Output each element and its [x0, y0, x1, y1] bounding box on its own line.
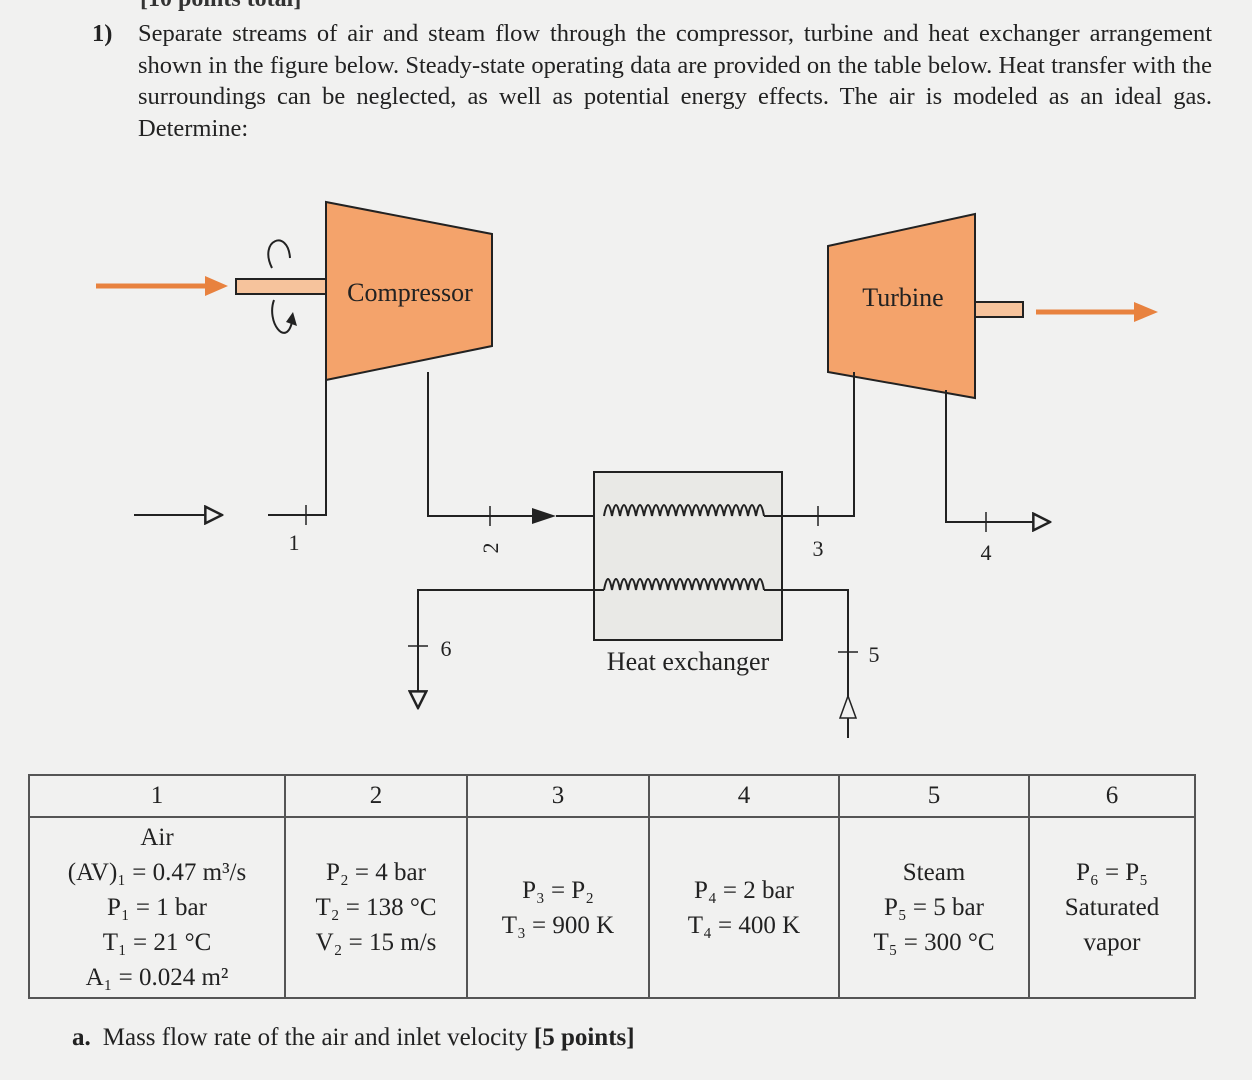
state-2-label: 2 — [478, 543, 503, 554]
turbine-label: Turbine — [862, 283, 943, 312]
rotation-icon — [267, 239, 293, 334]
power-output-arrowhead — [1134, 302, 1158, 322]
state-1-cell: Air (AV)₁ = 0.47 m³/s P₁ = 1 bar T₁ = 21… — [28, 816, 286, 999]
table-cell-line: P₅ = 5 bar — [884, 894, 984, 921]
table-header: 2 — [284, 774, 468, 818]
table-cell-line: T₄ = 400 K — [687, 911, 801, 939]
table-header: 4 — [648, 774, 840, 818]
table-cell-line: (AV)₁ = 0.47 m³/s — [67, 859, 247, 886]
steam-outlet-pipe — [417, 589, 604, 690]
flow-arrowhead-2 — [532, 508, 556, 524]
state-2-cell: P₂ = 4 bar T₂ = 138 °C V₂ = 15 m/s — [284, 816, 468, 999]
steam-inlet-pipe — [764, 589, 849, 738]
state-3-cell: P₃ = P₂ T₃ = 900 K — [466, 816, 650, 999]
state-3-label: 3 — [813, 536, 824, 561]
table-cell-line: Steam — [902, 859, 966, 886]
table-header: 6 — [1028, 774, 1196, 818]
table-cell-line: T₁ = 21 °C — [102, 929, 212, 956]
question-text: Mass flow rate of the air and inlet velo… — [102, 1024, 528, 1051]
table-cell-line: P₆ = P₅ — [1076, 859, 1148, 886]
compressor-label: Compressor — [347, 278, 473, 307]
header-fragment: [10 points total] — [140, 0, 301, 13]
heat-exchanger-box — [593, 471, 783, 641]
air-inlet-pipe — [268, 372, 327, 516]
table-cell-line: vapor — [1083, 929, 1141, 956]
table-header: 3 — [466, 774, 650, 818]
table-cell-line: Saturated — [1064, 894, 1160, 921]
compressor-body — [325, 200, 493, 382]
question-a: a. Mass flow rate of the air and inlet ve… — [72, 1024, 635, 1052]
table-cell-line: P₂ = 4 bar — [326, 859, 426, 886]
state-4-label: 4 — [981, 540, 992, 565]
rotation-arrowhead-icon — [286, 312, 297, 326]
state-1-label: 1 — [289, 530, 300, 555]
table-cell-line: Air — [140, 824, 174, 851]
table-cell-line: V₂ = 15 m/s — [315, 929, 437, 956]
table-cell-line: T₃ = 900 K — [501, 911, 615, 939]
problem-number: 1) — [92, 20, 113, 47]
table-cell-line: P₄ = 2 bar — [694, 876, 794, 904]
table-row: Air (AV)₁ = 0.47 m³/s P₁ = 1 bar T₁ = 21… — [28, 816, 1196, 999]
table-cell-line: A₁ = 0.024 m² — [85, 964, 229, 991]
hx-steam-coil — [603, 578, 765, 591]
question-label: a. — [72, 1024, 91, 1051]
heat-exchanger-label: Heat exchanger — [607, 647, 770, 676]
table-cell-line: P₁ = 1 bar — [107, 894, 207, 921]
hx-air-coil — [603, 504, 765, 517]
hot-air-pipe — [764, 372, 855, 517]
turbine-shaft — [974, 301, 1024, 318]
table-header: 1 — [28, 774, 286, 818]
state-5-cell: Steam P₅ = 5 bar T₅ = 300 °C — [838, 816, 1030, 999]
compressed-air-pipe — [427, 372, 540, 517]
table-cell-line: T₅ = 300 °C — [873, 929, 995, 956]
table-cell-line: P₃ = P₂ — [522, 876, 594, 904]
problem-statement: 1) Separate streams of air and steam flo… — [92, 18, 1212, 144]
state-5-label: 5 — [869, 642, 880, 667]
state-4-cell: P₄ = 2 bar T₄ = 400 K — [648, 816, 840, 999]
state-6-label: 6 — [441, 636, 452, 661]
power-input-arrowhead — [205, 276, 228, 296]
steam-inlet-arrow-icon — [838, 693, 858, 719]
table-header: 5 — [838, 774, 1030, 818]
question-points: [5 points] — [533, 1024, 635, 1051]
operating-data-table: 1 2 3 4 5 6 Air (AV)₁ = 0.47 m³/s P₁ = 1… — [28, 774, 1196, 999]
turbine-exhaust-pipe — [945, 390, 1026, 523]
compressor-shaft — [235, 278, 327, 295]
table-header-row: 1 2 3 4 5 6 — [28, 774, 1196, 818]
table-cell-line: T₂ = 138 °C — [315, 894, 437, 921]
turbine-body — [827, 212, 976, 400]
state-6-cell: P₆ = P₅ Saturated vapor — [1028, 816, 1196, 999]
problem-text: Separate streams of air and steam flow t… — [138, 20, 1212, 142]
